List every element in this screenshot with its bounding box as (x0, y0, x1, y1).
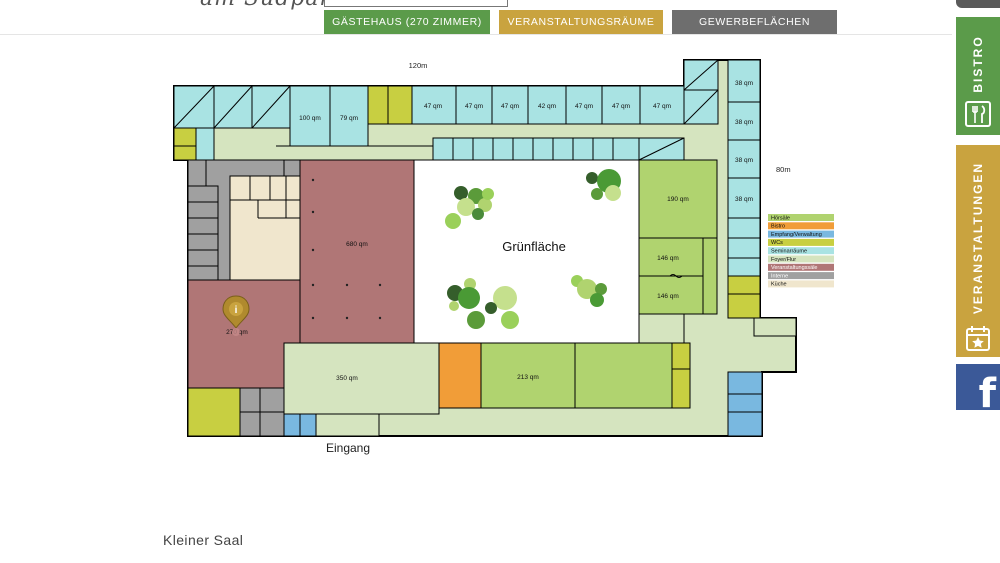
courtyard: Grünfläche (413, 159, 640, 344)
right-lecture-halls (638, 159, 718, 344)
room-label: 100 qm (299, 115, 321, 122)
legend-label: Veranstaltungssäle (771, 265, 817, 271)
left-wing (187, 159, 380, 437)
tree-cluster-3 (447, 278, 519, 329)
legend-label: Bistro (771, 224, 785, 230)
top-seminar-row (173, 59, 719, 161)
legend-swatch (768, 230, 834, 238)
room-label: 213 qm (517, 374, 539, 381)
room-label: 680 qm (346, 241, 368, 248)
room-label: 190 qm (667, 196, 689, 203)
legend-label: Interne (771, 273, 788, 279)
room-label: 47 qm (612, 103, 630, 110)
tree-cluster-1 (445, 186, 494, 229)
room-label: 146 qm (657, 293, 679, 300)
sidebar-events-tab[interactable]: VERANSTALTUNGEN (956, 145, 1000, 357)
svg-text:i: i (235, 305, 238, 316)
legend-swatch (768, 255, 834, 263)
legend-label: WCs (771, 240, 783, 246)
sidebar-top-tab[interactable] (956, 0, 1000, 8)
sidebar-bistro-label: BISTRO (971, 35, 985, 93)
room-label: 47 qm (424, 103, 442, 110)
room-label: 146 qm (657, 255, 679, 262)
bottom-wing (283, 342, 691, 415)
legend-label: Seminarräume (771, 249, 807, 255)
tree-cluster-2 (586, 169, 621, 201)
info-pin-icon[interactable]: i (222, 295, 250, 336)
room-label: 47 qm (575, 103, 593, 110)
section-caption: Kleiner Saal (163, 532, 244, 548)
room-label: 47 qm (501, 103, 519, 110)
room-label: 42 qm (538, 103, 556, 110)
legend-swatch (768, 263, 834, 271)
facebook-icon: f (978, 371, 996, 417)
room-label: 350 qm (336, 375, 358, 382)
site-logo[interactable]: am Südpark (200, 0, 345, 11)
dimension-height-label: 80m (776, 165, 791, 174)
entrance-label: Eingang (326, 441, 370, 455)
legend-label: Empfang/Verwaltung (771, 232, 822, 238)
legend-label: Hörsäle (771, 215, 790, 221)
hall-680 (299, 159, 415, 344)
legend-swatch (768, 222, 834, 230)
courtyard-label: Grünfläche (502, 239, 566, 254)
room-label: 38 qm (735, 119, 753, 126)
tab-guesthouse[interactable]: GÄSTEHAUS (270 ZIMMER) (324, 10, 490, 34)
tab-commercial-spaces[interactable]: GEWERBEFLÄCHEN (672, 10, 837, 34)
tree-cluster-4 (571, 275, 607, 307)
right-seminar-column (727, 59, 797, 437)
search-input[interactable] (324, 0, 508, 7)
legend-swatch (768, 280, 834, 288)
dimension-width-label: 120m (409, 61, 428, 70)
header-divider (0, 34, 952, 35)
sidebar-facebook-tab[interactable]: f (956, 364, 1000, 417)
tab-event-rooms[interactable]: VERANSTALTUNGSRÄUME (499, 10, 663, 34)
calendar-star-icon (966, 326, 990, 351)
room-label: 47 qm (465, 103, 483, 110)
room-label: 38 qm (735, 157, 753, 164)
legend-label: Küche (771, 282, 787, 288)
floorplan-legend: HörsäleBistroEmpfang/VerwaltungWCsSemina… (768, 214, 834, 288)
legend-swatch (768, 214, 834, 221)
sidebar-events-label: VERANSTALTUNGEN (971, 161, 985, 315)
legend-label: Foyer/Flur (771, 257, 796, 263)
legend-swatch (768, 247, 834, 255)
sidebar-bistro-tab[interactable]: BISTRO (956, 17, 1000, 135)
cutlery-icon (965, 101, 991, 127)
room-label: 38 qm (735, 80, 753, 87)
legend-swatch (768, 272, 834, 280)
room-label: 79 qm (340, 115, 358, 122)
legend-swatch (768, 238, 834, 246)
room-label: 38 qm (735, 196, 753, 203)
room-label: 47 qm (653, 103, 671, 110)
